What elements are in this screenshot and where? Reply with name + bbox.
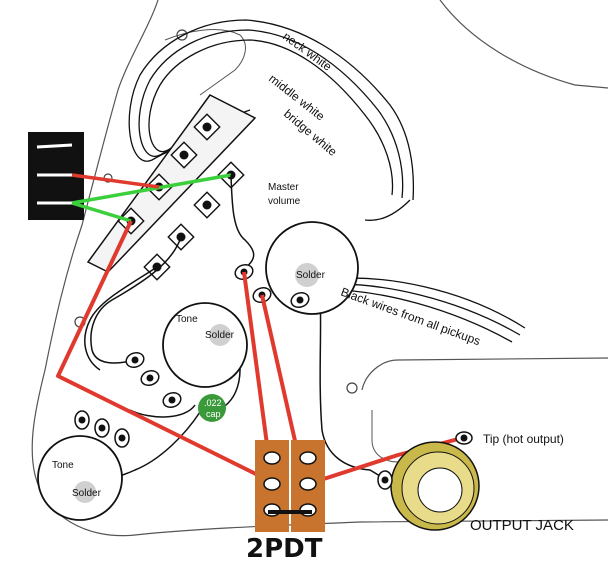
volume-solder-label: Solder xyxy=(296,270,326,281)
pickguard-lower-edge-2 xyxy=(371,410,399,463)
red-wire-selector xyxy=(71,173,160,189)
pickguard-outline xyxy=(31,0,608,537)
selector-switch xyxy=(86,94,257,281)
output-jack-label: OUTPUT JACK xyxy=(470,517,574,534)
output-jack xyxy=(377,431,480,531)
tone-lower-label: Tone xyxy=(52,460,74,471)
screw-hole xyxy=(176,29,188,41)
tone-upper-solder-label: Solder xyxy=(205,330,235,341)
cap-value-label: .022 xyxy=(204,398,222,408)
tone-lower-solder-label: Solder xyxy=(72,488,102,499)
cap-unit-label: cap xyxy=(206,409,221,419)
switch-label: 2PDT xyxy=(246,534,323,564)
tone-pot-lower-body xyxy=(37,435,123,521)
volume-solder-spot xyxy=(295,263,319,287)
volume-pot: Solder xyxy=(234,221,359,315)
black-wires-label: Black wires from all pickups xyxy=(339,285,482,349)
tone-pot-upper-body xyxy=(162,302,248,388)
capacitor: .022 cap xyxy=(198,394,226,422)
tone-pot-upper: Solder xyxy=(125,302,248,409)
tip-label: Tip (hot output) xyxy=(483,432,564,446)
pickup-white-wires xyxy=(128,19,415,221)
master-volume-label-1: Master xyxy=(268,182,299,193)
pickguard-lower-edge xyxy=(361,357,608,391)
tone-upper-label: Tone xyxy=(176,314,198,325)
master-volume-label-2: volume xyxy=(268,196,301,207)
capacitor-body xyxy=(198,394,226,422)
screw-hole xyxy=(346,382,358,394)
neck-white-label: neck white xyxy=(280,29,334,74)
switch-2pdt xyxy=(255,440,325,532)
jack-hole xyxy=(417,467,463,513)
tone-upper-solder-spot xyxy=(209,324,231,346)
pickguard-edge-right xyxy=(439,0,608,89)
pickup-cavity-outline xyxy=(164,29,246,96)
tone-pot-lower: Solder xyxy=(37,410,130,521)
green-wires xyxy=(71,173,232,223)
tone-lower-solder-spot xyxy=(74,481,96,503)
